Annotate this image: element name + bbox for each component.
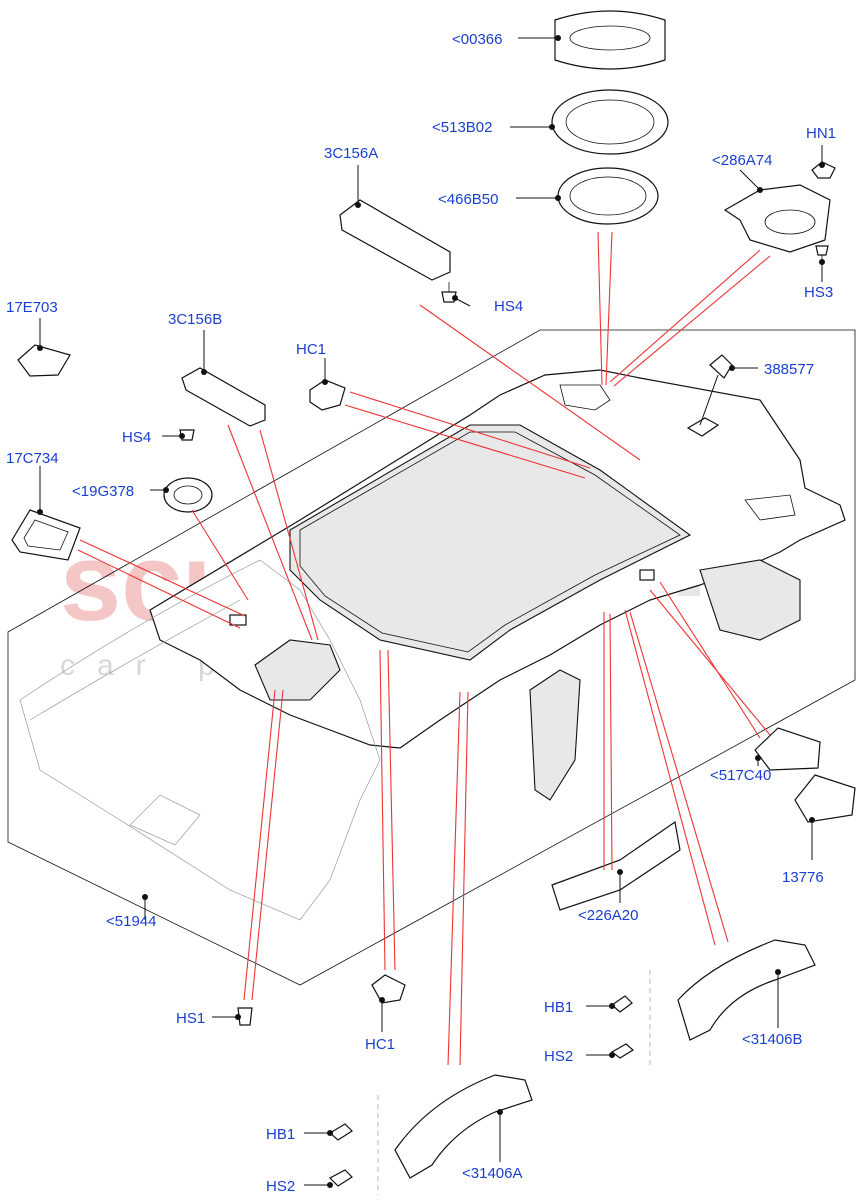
part-513B02-speaker-ring: [551, 89, 669, 155]
label-226A20: <226A20: [578, 907, 638, 924]
part-517C40-frame: [754, 727, 821, 771]
label-HB1-left: HB1: [266, 1126, 295, 1143]
label-51944: <51944: [106, 913, 156, 930]
assembly-frame: [7, 329, 856, 986]
part-3C156A-module: [339, 199, 451, 281]
label-3C156A: 3C156A: [324, 145, 378, 162]
part-31406B-grab-handle: [677, 939, 816, 1041]
label-HS4-left: HS4: [122, 429, 151, 446]
label-17E703: 17E703: [6, 299, 58, 316]
label-513B02: <513B02: [432, 119, 492, 136]
label-3C156B: 3C156B: [168, 311, 222, 328]
part-466B50-speaker: [557, 167, 659, 225]
part-31406A-grab-handle: [394, 1074, 533, 1179]
label-466B50: <466B50: [438, 191, 498, 208]
part-00366-ring: [554, 10, 666, 70]
part-226A20-bracket: [551, 820, 681, 911]
red-leaders: [77, 231, 771, 1066]
label-HS2-left: HS2: [266, 1178, 295, 1195]
label-HS4-top: HS4: [494, 298, 523, 315]
part-388577-clip: [686, 354, 733, 437]
label-HC1-bottom: HC1: [365, 1036, 395, 1053]
part-19G378-speaker: [163, 477, 213, 513]
label-HB1-right: HB1: [544, 999, 573, 1016]
label-517C40: <517C40: [710, 767, 771, 784]
label-286A74: <286A74: [712, 152, 772, 169]
label-17C734: 17C734: [6, 450, 59, 467]
part-17E703-cover: [17, 344, 71, 377]
black-leaders: [37, 35, 825, 1188]
part-13776-lamp: [794, 774, 856, 823]
part-HB1-HS2-fasteners: [328, 970, 651, 1195]
label-HC1-top: HC1: [296, 341, 326, 358]
label-19G378: <19G378: [72, 483, 134, 500]
part-286A74-bracket: [723, 184, 831, 253]
label-388577: 388577: [764, 361, 814, 378]
label-HS1: HS1: [176, 1010, 205, 1027]
label-31406A: <31406A: [462, 1165, 522, 1182]
label-31406B: <31406B: [742, 1031, 802, 1048]
label-13776: 13776: [782, 869, 824, 886]
part-HC1-top-clip: [309, 379, 346, 411]
part-17C734-frame: [11, 509, 81, 561]
part-3C156B-module: [181, 367, 266, 427]
part-labels: <00366 <513B02 <466B50 3C156A HN1 <286A7…: [6, 31, 836, 1195]
part-HC1-bottom-clip: [371, 974, 406, 1004]
label-00366: <00366: [452, 31, 502, 48]
label-HS2-right: HS2: [544, 1048, 573, 1065]
label-HN1: HN1: [806, 125, 836, 142]
label-HS3: HS3: [804, 284, 833, 301]
headliner: [19, 369, 846, 921]
